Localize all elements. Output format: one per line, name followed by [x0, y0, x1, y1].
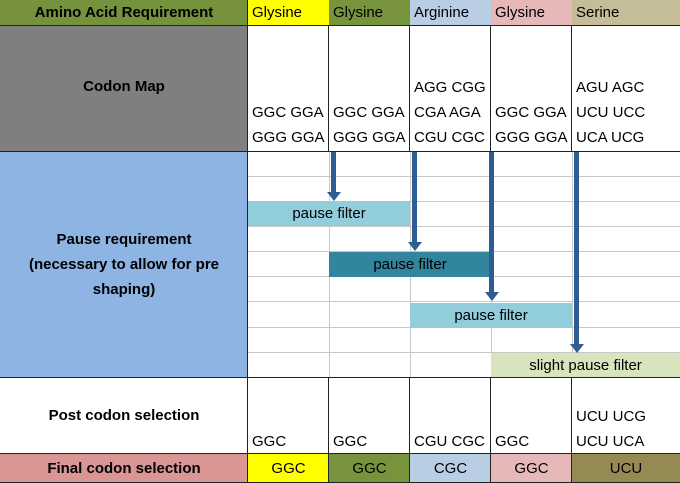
header-glysine-1: Glysine [248, 0, 329, 25]
header-arginine: Arginine [410, 0, 491, 25]
codon-map-cell-1: GGC GGA GGG GGA [248, 25, 329, 151]
pause-filter-label: pause filter [292, 205, 366, 222]
codon-text: GGC [333, 433, 368, 450]
post-selection-cell-4: GGC [491, 378, 572, 454]
header-col-5: Serine [576, 4, 620, 21]
slight-pause-filter-bar: slight pause filter [491, 353, 680, 378]
header-col-1: Glysine [252, 4, 303, 21]
codon-text: GGC GGA [495, 104, 567, 121]
codon-map-label-cell: Codon Map [0, 25, 248, 151]
pause-filter-label: pause filter [373, 256, 447, 273]
codon-text: AGU AGC [576, 79, 645, 96]
header-label-cell: Amino Acid Requirement [0, 0, 248, 25]
header-col-2: Glysine [333, 4, 384, 21]
codon-map-cell-3: AGG CGG CGA AGA CGU CGC [410, 25, 491, 151]
header-col-3: Arginine [414, 4, 470, 21]
final-codon: GGC [352, 460, 387, 477]
final-codon: GGC [271, 460, 306, 477]
final-selection-cell-2: GGC [329, 454, 410, 483]
final-selection-label: Final codon selection [47, 460, 201, 477]
pause-label-line-2: (necessary to allow for pre [28, 256, 220, 273]
post-selection-label: Post codon selection [48, 406, 200, 424]
codon-text: UCA UCG [576, 129, 645, 146]
final-codon: GGC [514, 460, 549, 477]
codon-text: GGC GGA [252, 104, 324, 121]
header-glysine-3: Glysine [491, 0, 572, 25]
codon-text: CGU CGC [414, 129, 485, 146]
codon-text: GGC [495, 433, 530, 450]
header-glysine-2: Glysine [329, 0, 410, 25]
codon-text: UCU UCG [576, 408, 646, 425]
header-label: Amino Acid Requirement [34, 4, 214, 21]
codon-map-cell-4: GGC GGA GGG GGA [491, 25, 572, 151]
post-selection-cell-5: UCU UCG UCU UCA [572, 378, 680, 454]
pause-label-line-1: Pause requirement [56, 231, 192, 248]
final-selection-cell-3: CGC [410, 454, 491, 483]
pause-filter-label: pause filter [454, 307, 528, 324]
post-selection-label-cell: Post codon selection [0, 378, 248, 454]
codon-text: GGG GGA [252, 129, 325, 146]
final-selection-cell-4: GGC [491, 454, 572, 483]
codon-text: GGG GGA [495, 129, 568, 146]
post-selection-cell-3: CGU CGC [410, 378, 491, 454]
codon-text: GGC GGA [333, 104, 405, 121]
final-selection-label-cell: Final codon selection [0, 454, 248, 483]
pause-filter-bar-1: pause filter [248, 201, 410, 226]
final-selection-cell-1: GGC [248, 454, 329, 483]
pause-filter-label: slight pause filter [529, 357, 642, 374]
final-codon: CGC [433, 460, 468, 477]
pause-label-line-3: shaping) [92, 281, 156, 298]
header-col-4: Glysine [495, 4, 546, 21]
codon-text: UCU UCA [576, 433, 645, 450]
codon-text: CGA AGA [414, 104, 481, 121]
codon-text: UCU UCC [576, 104, 646, 121]
codon-text: CGU CGC [414, 433, 485, 450]
final-codon: UCU [609, 460, 643, 477]
codon-map-label: Codon Map [83, 77, 165, 95]
header-serine: Serine [572, 0, 680, 25]
pause-label-cell: Pause requirement (necessary to allow fo… [0, 151, 248, 378]
post-selection-cell-2: GGC [329, 378, 410, 454]
final-selection-cell-5: UCU [572, 454, 680, 483]
codon-text: GGG GGA [333, 129, 406, 146]
codon-text: GGC [252, 433, 287, 450]
codon-map-cell-2: GGC GGA GGG GGA [329, 25, 410, 151]
post-selection-cell-1: GGC [248, 378, 329, 454]
codon-text: AGG CGG [414, 79, 486, 96]
pause-filter-bar-3: pause filter [410, 303, 572, 328]
codon-map-cell-5: AGU AGC UCU UCC UCA UCG [572, 25, 680, 151]
pause-filter-bar-2: pause filter [329, 252, 491, 277]
